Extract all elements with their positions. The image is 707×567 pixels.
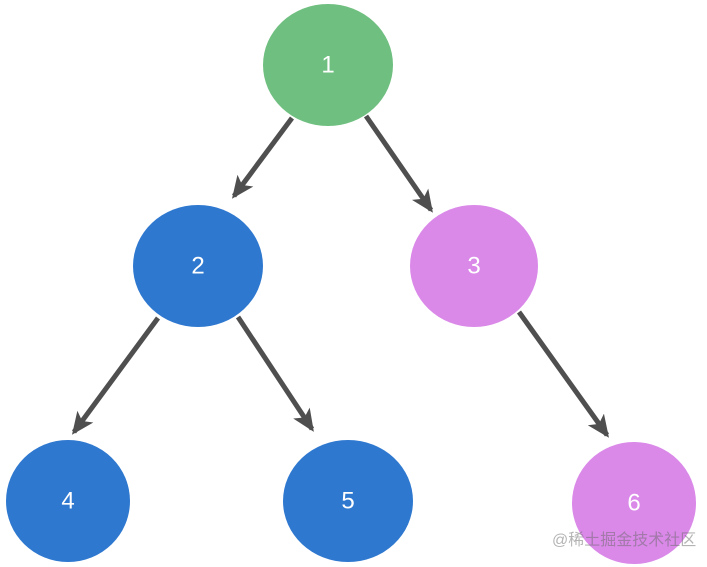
node-label-3: 3 xyxy=(467,253,480,280)
tree-node-circle-4 xyxy=(6,440,130,562)
node-label-2: 2 xyxy=(191,253,204,280)
tree-edge-3-6 xyxy=(516,310,610,438)
node-label-4: 4 xyxy=(61,488,74,515)
tree-node-4: 4 xyxy=(6,440,130,562)
edges-layer xyxy=(71,114,610,438)
tree-node-1: 1 xyxy=(263,4,393,126)
tree-node-circle-5 xyxy=(283,440,413,562)
node-label-5: 5 xyxy=(341,488,354,515)
tree-node-3: 3 xyxy=(410,205,538,327)
tree-node-circle-6 xyxy=(572,442,696,564)
tree-edge-1-2 xyxy=(231,116,295,199)
tree-edge-2-4 xyxy=(71,316,161,435)
tree-edge-1-3 xyxy=(363,114,434,213)
nodes-layer: 1 2 3 4 5 6 xyxy=(6,4,696,564)
node-label-1: 1 xyxy=(321,52,334,79)
node-label-6: 6 xyxy=(627,490,640,517)
tree-node-circle-2 xyxy=(133,205,263,327)
tree-node-5: 5 xyxy=(283,440,413,562)
tree-edge-2-5 xyxy=(235,315,315,432)
tree-node-circle-1 xyxy=(263,4,393,126)
tree-node-circle-3 xyxy=(410,205,538,327)
tree-node-6: 6 xyxy=(572,442,696,564)
tree-node-2: 2 xyxy=(133,205,263,327)
